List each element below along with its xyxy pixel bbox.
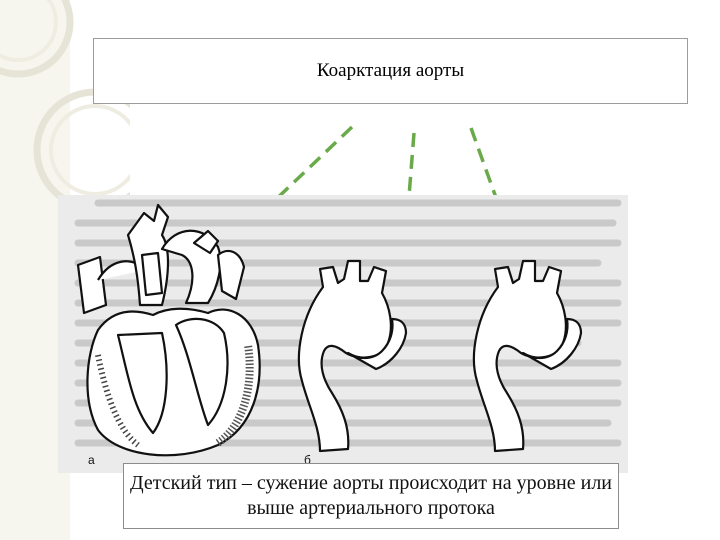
aorta-arch-icon xyxy=(472,259,583,453)
figure-label-b: б xyxy=(304,453,311,467)
aorta-diagrams xyxy=(76,203,583,457)
caption-box: Детский тип – сужение аорты происходит н… xyxy=(123,463,619,529)
caption-text: Детский тип – сужение аорты происходит н… xyxy=(129,472,613,519)
title-box: Коарктация аорты xyxy=(93,38,688,104)
decorative-rings-icon xyxy=(0,0,130,212)
heart-diagram-icon xyxy=(76,203,261,457)
figure-label-a: а xyxy=(88,453,95,467)
slide-title: Коарктация аорты xyxy=(316,60,465,81)
figure-area: а б xyxy=(58,195,628,473)
aorta-arch-icon xyxy=(297,259,408,453)
